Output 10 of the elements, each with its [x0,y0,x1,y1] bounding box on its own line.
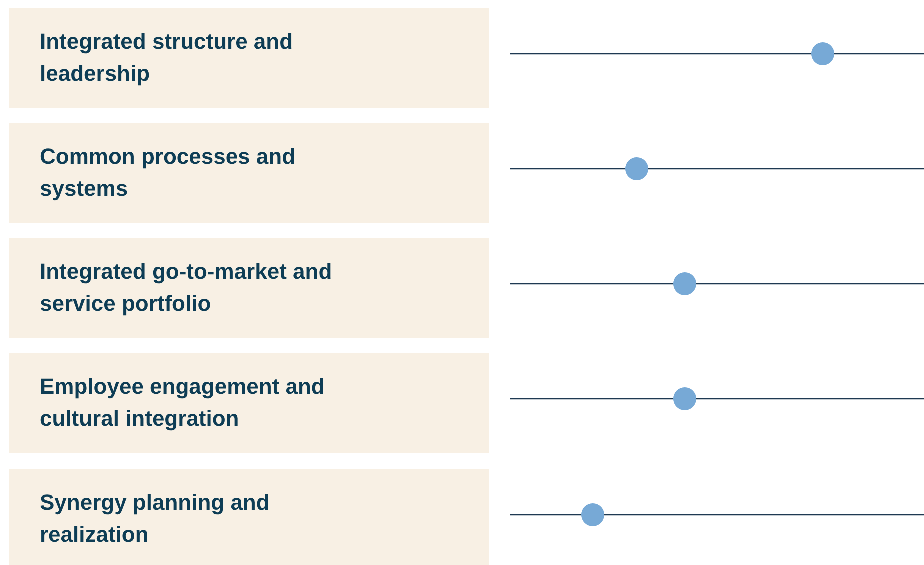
row-label: Integrated structure and leadership [40,28,294,88]
label-panel [9,353,489,453]
label-panel [9,469,489,565]
row-label: Integrated go-to-market and service portfolio [40,258,334,318]
label-panel [9,238,489,338]
row-label: Common processes and systems [40,143,297,203]
row-label: Employee engagement and cultural integration [40,373,326,433]
label-panel [9,123,489,223]
label-panel [9,8,489,108]
row-label: Synergy planning and realization [40,489,271,549]
